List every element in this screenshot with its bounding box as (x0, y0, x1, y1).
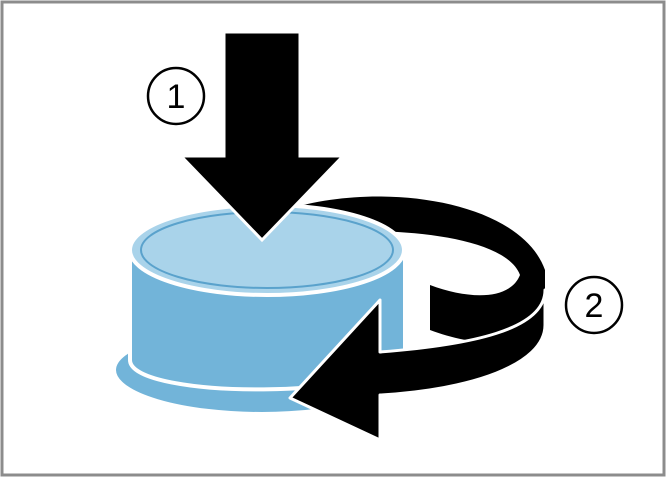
step-marker-2: 2 (564, 275, 624, 335)
step-1-circle (146, 66, 206, 126)
down-arrow-icon (177, 30, 347, 243)
step-1-number: 1 (167, 78, 186, 116)
rotate-arrow-back (285, 196, 545, 344)
rotate-arrow-icon (288, 288, 547, 442)
step-marker-1: 1 (146, 66, 206, 126)
step-2-number: 2 (585, 287, 604, 325)
step-2-circle (564, 275, 624, 335)
